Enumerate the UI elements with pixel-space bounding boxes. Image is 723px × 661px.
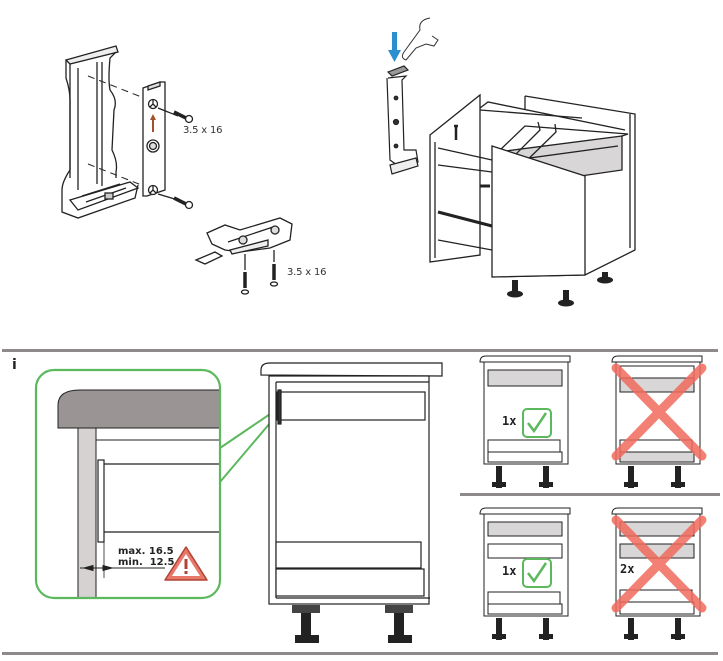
bracket-exploded-view (61, 45, 293, 295)
variant-correct-1: 1x (478, 352, 578, 492)
count-label: 1x (502, 414, 517, 428)
cabinet-legs (507, 272, 613, 307)
cabinet-body (429, 93, 636, 278)
section-divider (2, 652, 718, 655)
vertical-bracket (61, 45, 140, 219)
min-dimension-label: min. 12.5 (118, 557, 175, 568)
variant-incorrect-2: 2x (610, 504, 710, 644)
reject-cross-icon (611, 363, 707, 461)
top-drawer (276, 391, 426, 421)
variant-cabinet-drawing (611, 507, 707, 640)
hand-icon (401, 17, 439, 61)
variant-incorrect-1 (610, 352, 710, 492)
info-marker: i (12, 357, 17, 373)
screw-icon (240, 254, 250, 295)
detail-callout-drawing (34, 368, 277, 600)
cabinet-front-drawing (260, 362, 443, 643)
bottom-drawer (275, 541, 422, 569)
checkmark-icon (522, 558, 552, 588)
floor-clip (194, 217, 293, 265)
variant-cabinet-drawing (611, 355, 707, 488)
count-label: 1x (502, 564, 517, 578)
detail-frame (34, 368, 222, 600)
mounting-plate (142, 81, 166, 197)
callout-lines (219, 409, 277, 483)
warning-icon (164, 546, 208, 581)
screw-size-label: 3.5 x 16 (287, 267, 327, 278)
cabinet-legs (292, 605, 413, 643)
max-dimension-label: max. 16.5 (118, 546, 174, 557)
screw-icon (269, 250, 279, 287)
bracket-assembly-illustration: 3.5 x 16 3.5 x 16 (0, 0, 360, 310)
variant-grid: 1x (460, 330, 723, 650)
bracket-upright (386, 65, 419, 175)
up-arrow-icon (150, 114, 156, 132)
cabinet-front-view (240, 330, 460, 650)
cabinet-installation-illustration (360, 0, 723, 320)
count-label: 2x (620, 562, 635, 576)
reject-cross-icon (611, 515, 707, 613)
detail-callout: max. 16.5 min. 12.5 (0, 330, 280, 630)
checkmark-icon (522, 408, 552, 438)
alignment-lines (87, 75, 145, 187)
worktop (260, 362, 443, 377)
press-down-arrow-icon (388, 32, 401, 62)
variant-correct-2: 1x (478, 504, 578, 644)
section-divider (2, 349, 718, 352)
variant-cabinet-drawing (479, 355, 571, 488)
screw-icon (157, 193, 194, 210)
screw-icon (157, 107, 194, 124)
dimension-arrow (80, 564, 165, 572)
screw-size-label: 3.5 x 16 (183, 125, 223, 136)
variant-divider (460, 493, 720, 496)
cabinet-isometric-view (386, 17, 636, 307)
